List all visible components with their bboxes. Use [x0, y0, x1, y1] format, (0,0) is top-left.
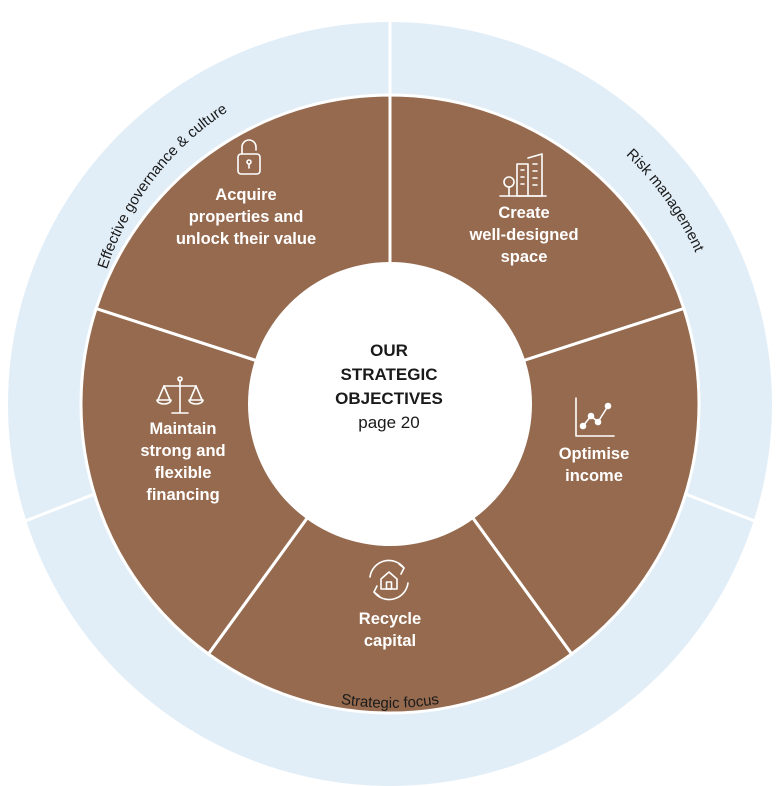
segment-maintain-line-4: financing: [146, 486, 219, 504]
balance-scale-icon: [156, 376, 204, 414]
center-text: OUR STRATEGIC OBJECTIVES page 20: [335, 341, 443, 432]
buildings-tree-icon: [499, 153, 547, 197]
center-circle: [248, 262, 532, 546]
segment-maintain-line-3: flexible: [155, 464, 212, 482]
center-subtitle: page 20: [358, 413, 419, 432]
segment-create-line-2: well-designed: [468, 226, 578, 244]
segment-maintain-line-1: Maintain: [150, 420, 217, 438]
segment-acquire-label: Acquire properties and unlock their valu…: [176, 186, 316, 248]
segment-acquire-line-3: unlock their value: [176, 230, 316, 248]
center-title-line-2: STRATEGIC: [341, 365, 438, 384]
segment-recycle-label: Recycle capital: [359, 610, 421, 650]
segment-recycle-line-1: Recycle: [359, 610, 421, 628]
ring-label-focus: Strategic focus: [340, 691, 440, 712]
segment-recycle-line-2: capital: [364, 632, 416, 650]
segment-maintain-label: Maintain strong and flexible financing: [140, 420, 225, 504]
segment-acquire-line-2: properties and: [189, 208, 304, 226]
segment-optimise-label: Optimise income: [559, 445, 630, 485]
line-chart-icon: [575, 397, 615, 437]
padlock-open-icon: [237, 139, 261, 175]
center-title-line-1: OUR: [370, 341, 408, 360]
segment-create-label: Create well-designed space: [468, 204, 578, 266]
segment-create-line-1: Create: [498, 204, 549, 222]
segments: [79, 93, 701, 715]
segment-create-line-3: space: [501, 248, 548, 266]
segment-optimise-line-1: Optimise: [559, 445, 630, 463]
segment-acquire-line-1: Acquire: [215, 186, 276, 204]
segment-optimise-line-2: income: [565, 467, 623, 485]
center-title-line-3: OBJECTIVES: [335, 389, 443, 408]
segment-maintain-line-2: strong and: [140, 442, 225, 460]
recycle-house-icon: [369, 559, 409, 601]
